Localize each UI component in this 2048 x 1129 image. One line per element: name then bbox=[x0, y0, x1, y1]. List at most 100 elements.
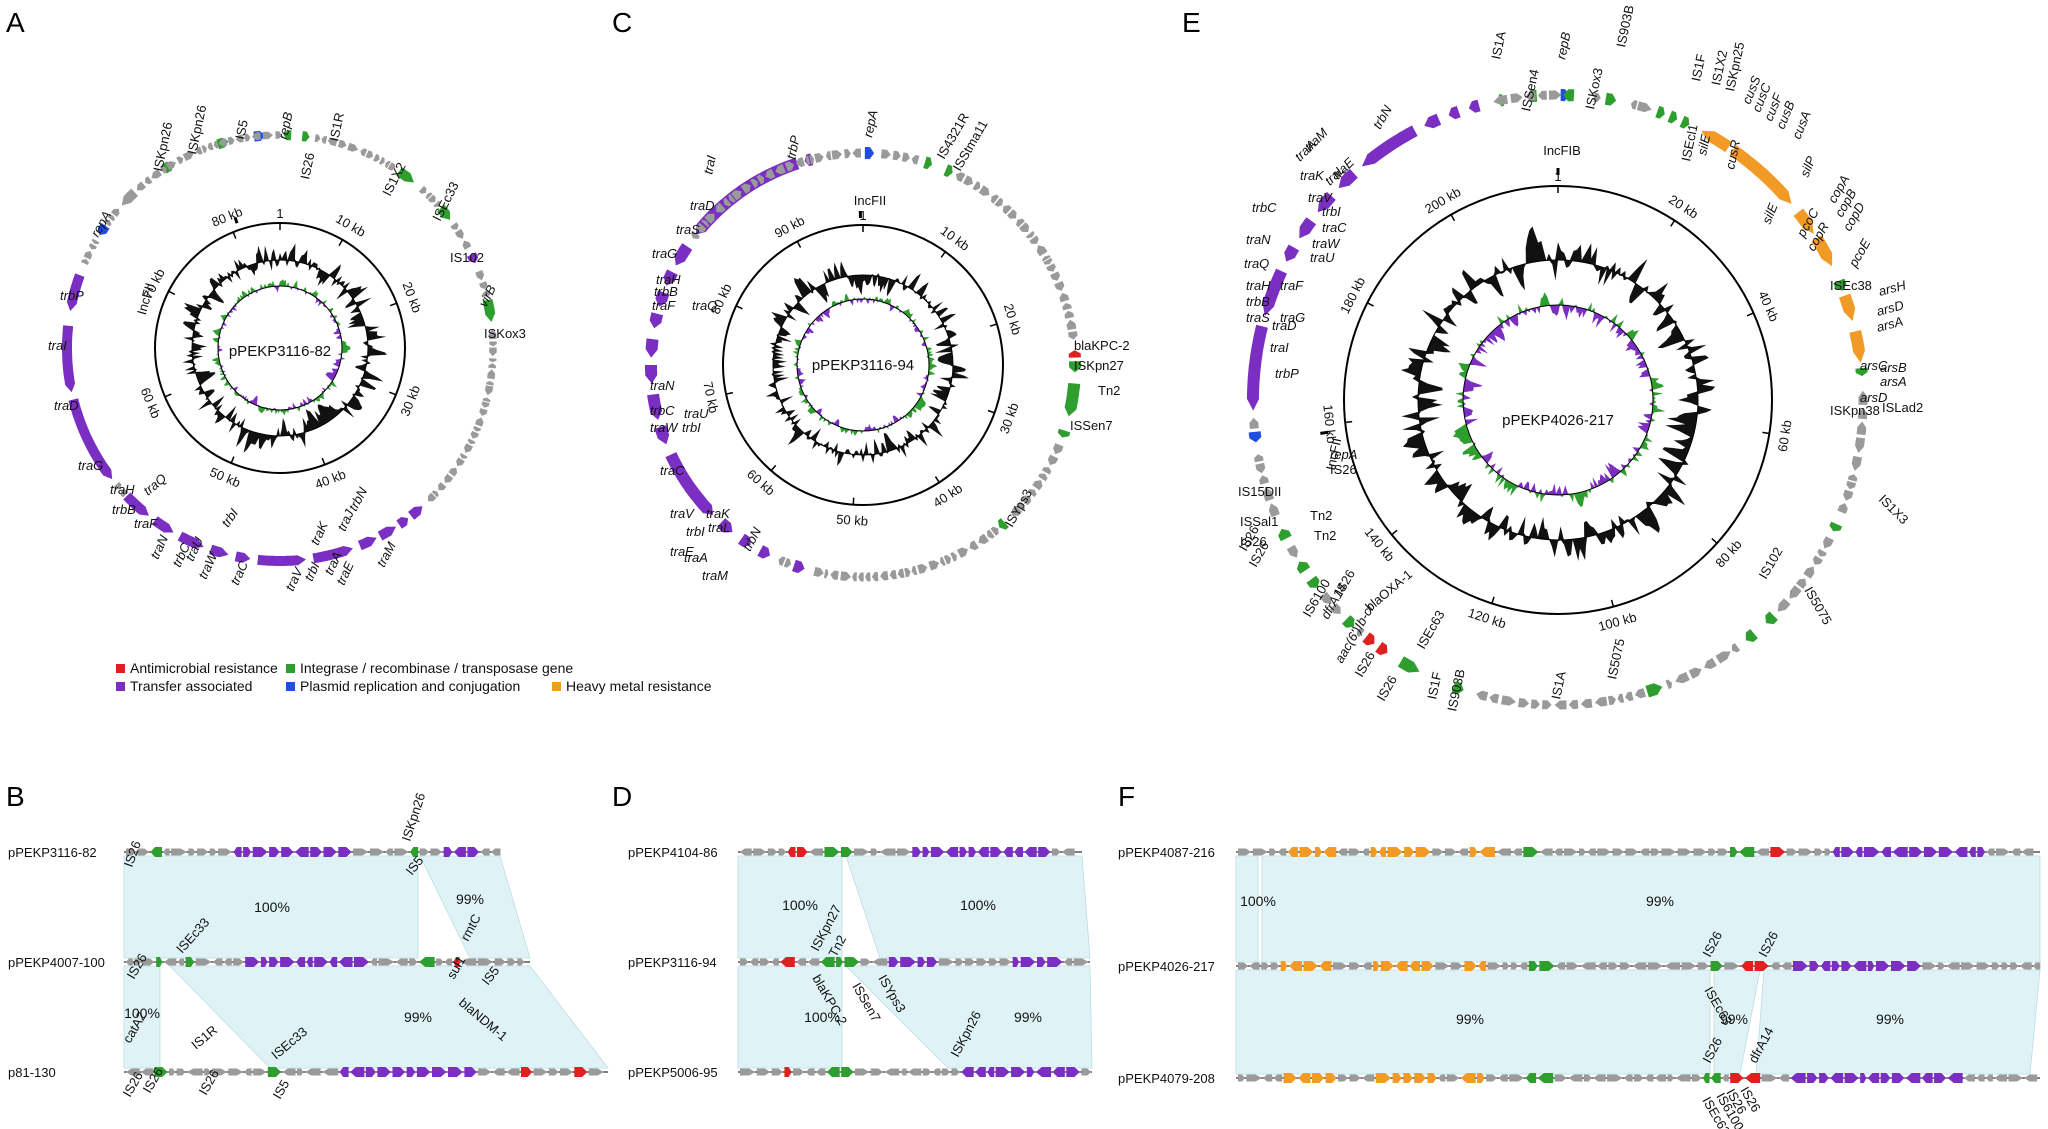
track-gene-arrow bbox=[796, 958, 807, 966]
track-gene-arrow bbox=[1891, 961, 1906, 971]
track-gene-arrow bbox=[1238, 1074, 1245, 1082]
gene-arrow bbox=[1069, 361, 1081, 373]
track-gene-arrow bbox=[1619, 962, 1631, 970]
track-gene-arrow bbox=[1580, 962, 1596, 970]
track-gene-arrow bbox=[1820, 961, 1831, 971]
gene-arrow-other bbox=[897, 568, 905, 579]
track-gene-arrow bbox=[1711, 1073, 1721, 1083]
gene-arrow-other bbox=[955, 172, 966, 183]
gene-arrow bbox=[1765, 611, 1778, 625]
track-gene-arrow bbox=[126, 848, 137, 856]
track-gene-arrow bbox=[1537, 1073, 1554, 1083]
track-gene-arrow bbox=[740, 1068, 756, 1076]
gene-arrow-other bbox=[136, 181, 146, 191]
gene-arrow bbox=[1424, 113, 1442, 129]
gene-arrow-other bbox=[487, 369, 496, 380]
track-gene-arrow bbox=[805, 1068, 815, 1076]
track-gene-arrow bbox=[908, 1068, 922, 1076]
track-gene-arrow bbox=[1323, 847, 1337, 857]
track-gene-arrow bbox=[1373, 961, 1380, 971]
track-gene-arrow bbox=[1909, 847, 1923, 857]
gene-label: traN bbox=[650, 378, 675, 393]
gene-arrow-other bbox=[1286, 544, 1298, 558]
gene-arrow bbox=[377, 526, 396, 541]
track-gene-arrow bbox=[378, 958, 395, 966]
track-gene-arrow bbox=[1415, 847, 1431, 857]
track-gene-arrow bbox=[1387, 847, 1403, 857]
gene-arrow-other bbox=[892, 150, 901, 161]
track-gene-arrow bbox=[1238, 962, 1249, 970]
track-name: pPEKP4026-217 bbox=[1118, 959, 1215, 974]
gene-arrow-other bbox=[479, 281, 488, 290]
track-gene-arrow bbox=[1961, 962, 1976, 970]
track-gene-arrow bbox=[517, 958, 525, 966]
scale-tick bbox=[1391, 529, 1398, 536]
similarity-block bbox=[123, 855, 419, 959]
track-gene-arrow bbox=[1438, 1074, 1446, 1082]
track-gene-arrow bbox=[395, 958, 408, 966]
track-gene-arrow bbox=[1976, 1074, 1985, 1082]
gene-arrow-other bbox=[160, 165, 167, 174]
gene-arrow-other bbox=[728, 194, 736, 203]
track-gene-arrow bbox=[1404, 847, 1415, 857]
track-gene-arrow bbox=[1024, 847, 1037, 857]
track-gene-arrow bbox=[126, 958, 133, 966]
track-gene-arrow bbox=[945, 847, 959, 857]
gene-label: silP bbox=[1797, 154, 1819, 179]
gene-arrow-other bbox=[1837, 503, 1848, 514]
track-gene-arrow bbox=[1280, 961, 1288, 971]
gene-arrow-other bbox=[1329, 603, 1341, 614]
track-gene-arrow bbox=[1593, 1074, 1606, 1082]
track-gene-arrow bbox=[897, 848, 911, 856]
track-gene-arrow bbox=[1832, 847, 1840, 857]
track-gene-arrow bbox=[1288, 961, 1302, 971]
track-gene-arrow bbox=[2021, 848, 2034, 856]
gene-label: IS903B bbox=[1444, 668, 1468, 713]
scale-tick-label: 100 kb bbox=[1597, 609, 1639, 634]
gene-label: traQ bbox=[1244, 256, 1269, 271]
gene-arrow-other bbox=[990, 526, 999, 536]
gene-arrow-other bbox=[1617, 693, 1625, 703]
gene-label: IS102 bbox=[450, 250, 484, 265]
scale-tick bbox=[338, 239, 344, 247]
gene-arrow-other bbox=[809, 154, 815, 164]
track-gene-arrow bbox=[1349, 1074, 1361, 1082]
legend-swatch-integrase bbox=[286, 664, 295, 673]
track-gene-arrow bbox=[354, 957, 370, 967]
gene-arrow-other bbox=[1062, 303, 1072, 311]
track-gene-arrow bbox=[267, 1067, 282, 1077]
gene-label: traW bbox=[650, 420, 679, 435]
gene-arrow-other bbox=[928, 560, 940, 571]
track-gene-arrow bbox=[990, 847, 1002, 857]
gene-label: traG bbox=[652, 246, 677, 261]
gene-label: trbN bbox=[739, 524, 764, 553]
gene-arrow-other bbox=[852, 148, 861, 158]
legend: Antimicrobial resistance Integrase / rec… bbox=[116, 660, 712, 694]
track-gene-arrow bbox=[917, 957, 926, 967]
gene-arrow bbox=[123, 492, 149, 516]
gene-label: traM bbox=[373, 539, 399, 569]
gene-arrow bbox=[1451, 681, 1464, 695]
gene-arrow-other bbox=[940, 556, 946, 566]
track-gene-arrow bbox=[163, 958, 177, 966]
track-gene-arrow bbox=[1052, 1067, 1065, 1077]
linear-comparison-F: pPEKP4087-216pPEKP4026-217pPEKP4079-2081… bbox=[1118, 845, 2041, 1129]
gene-arrow-other bbox=[459, 453, 468, 459]
track-gene-arrow bbox=[1047, 957, 1063, 967]
track-gene-arrow bbox=[964, 958, 975, 966]
gene-label: trbP bbox=[60, 288, 84, 303]
linear-comparison-B: pPEKP3116-82pPEKP4007-100p81-130100%99%1… bbox=[8, 791, 609, 1102]
gene-label: IS903B bbox=[1613, 4, 1637, 49]
gene-label: traW bbox=[1312, 236, 1341, 251]
gene-label: traC bbox=[227, 558, 251, 587]
track-gene-arrow bbox=[1273, 1074, 1283, 1082]
gene-arrow-other bbox=[1019, 222, 1030, 232]
track-gene-arrow bbox=[282, 1068, 296, 1076]
gene-arrow bbox=[257, 554, 306, 566]
gene-arrow-other bbox=[880, 149, 891, 159]
gene-arrow-other bbox=[852, 572, 857, 582]
gene-arrow-other bbox=[740, 183, 751, 194]
gene-arrow-other bbox=[696, 222, 707, 233]
track-gene-arrow bbox=[410, 847, 419, 857]
gene-arrow bbox=[1361, 125, 1418, 167]
